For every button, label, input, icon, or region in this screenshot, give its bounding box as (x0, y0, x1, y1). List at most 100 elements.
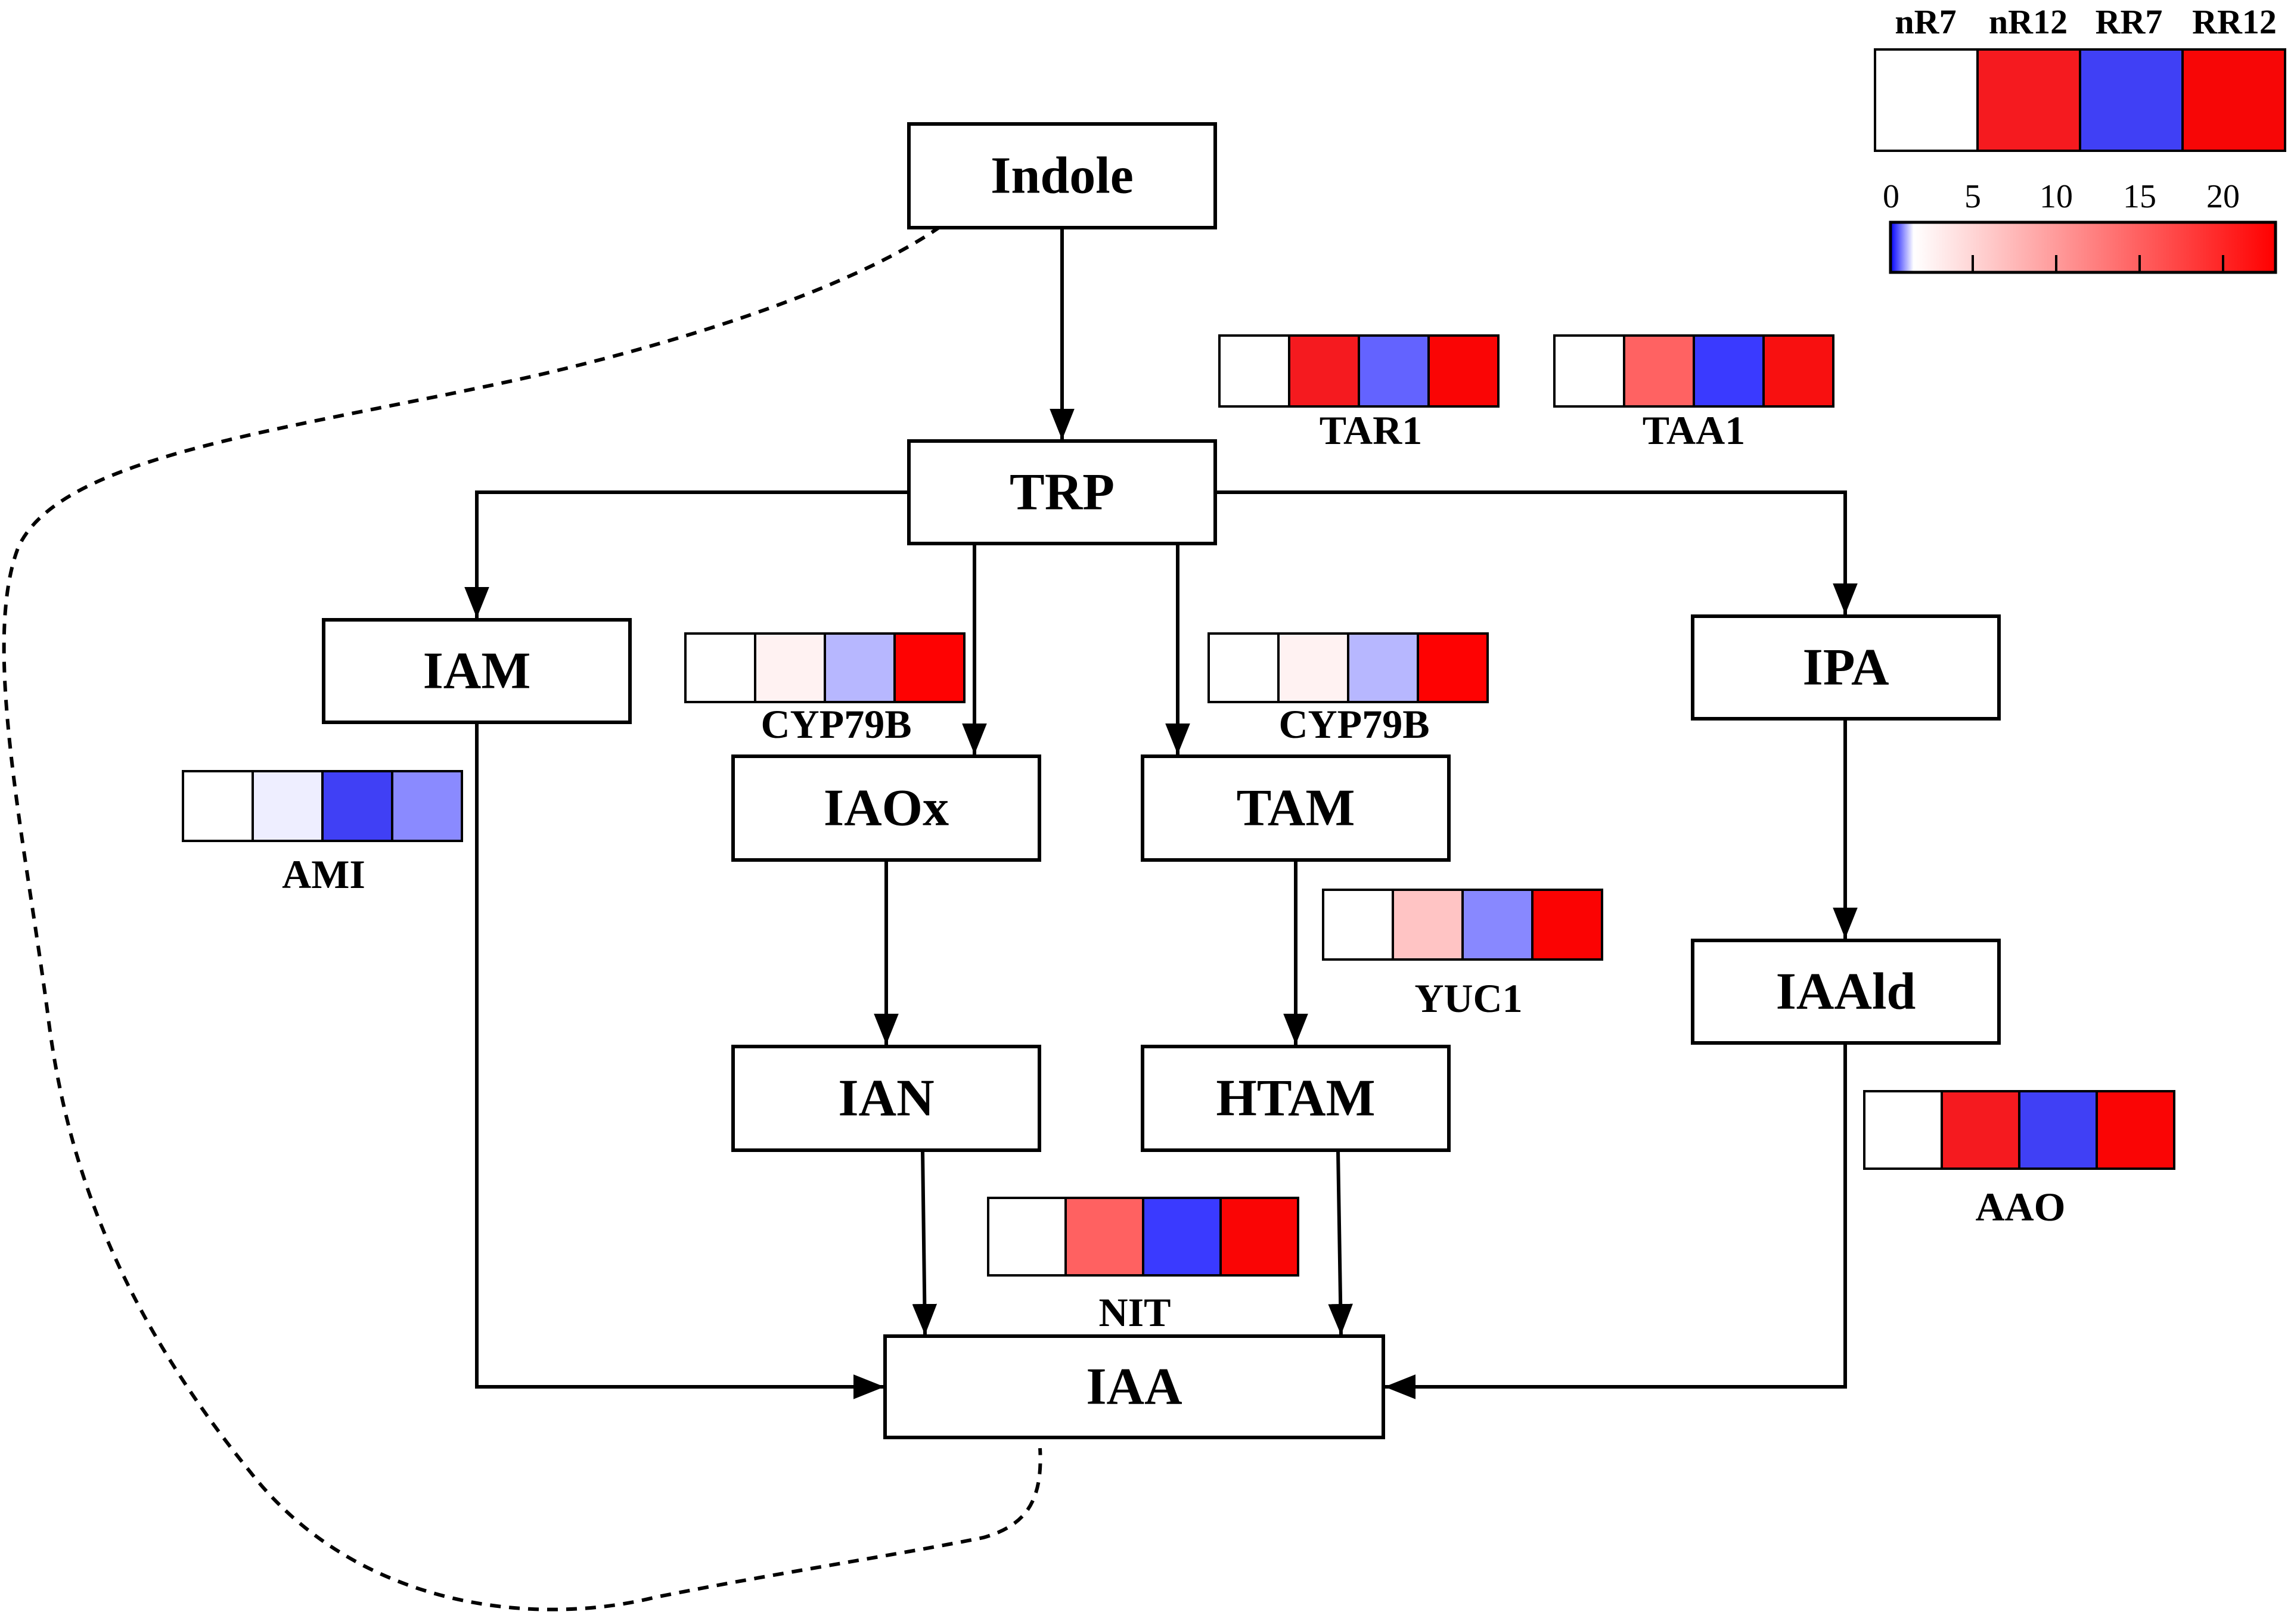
legend-sample-strip (1874, 48, 2286, 152)
heatmap-cell (1863, 1090, 1943, 1170)
heatmap-cell (1427, 334, 1500, 408)
heatmap-strip (1863, 1090, 2175, 1170)
node-trp: TRP (907, 439, 1217, 545)
gene-label: AMI (282, 852, 365, 897)
node-indole: Indole (907, 122, 1217, 229)
node-ipa: IPA (1691, 614, 2001, 721)
gene-cyp79b-right: CYP79B (1207, 632, 1489, 747)
gene-label: CYP79B (1278, 701, 1429, 747)
legend-sample-label: nR7 (1895, 2, 1956, 41)
node-label: TAM (1237, 780, 1355, 837)
edge-htam-iaa (1328, 1150, 1353, 1336)
legend: nR7 nR12 RR7 RR12 0 5 10 15 20 (1874, 2, 2286, 274)
edge-ian-iaa (912, 1150, 938, 1336)
heatmap-cell (2181, 48, 2286, 152)
node-label: IAOx (824, 780, 949, 837)
heatmap-cell (1322, 889, 1394, 961)
heatmap-cell (754, 632, 826, 703)
heatmap-strip (1218, 334, 1500, 408)
heatmap-cell (893, 632, 966, 703)
node-iaald: IAAld (1691, 939, 2001, 1045)
legend-sample-label: RR12 (2192, 2, 2277, 41)
node-label: IAA (1086, 1358, 1182, 1416)
heatmap-strip (684, 632, 966, 703)
heatmap-cell (1347, 632, 1419, 703)
heatmap-cell (1553, 334, 1625, 408)
gene-label: YUC1 (1414, 976, 1522, 1021)
gene-label: TAA1 (1643, 408, 1746, 453)
heatmap-cell (1417, 632, 1489, 703)
heatmap-cell (1531, 889, 1603, 961)
heatmap-cell (1623, 334, 1695, 408)
gene-label: CYP79B (760, 701, 911, 747)
gene-ami: AMI (182, 770, 463, 897)
heatmap-cell (1064, 1197, 1144, 1277)
heatmap-cell (1142, 1197, 1222, 1277)
heatmap-strip (1322, 889, 1603, 961)
heatmap-strip (1207, 632, 1489, 703)
pathway-edges (464, 229, 1858, 1399)
heatmap-cell (2079, 48, 2184, 152)
heatmap-strip (182, 770, 463, 842)
heatmap-cell (1277, 632, 1349, 703)
heatmap-cell (1218, 334, 1290, 408)
heatmap-cell (1874, 48, 1979, 152)
node-label: HTAM (1216, 1070, 1375, 1128)
gene-taa1: TAA1 (1553, 334, 1834, 453)
scale-ticks (1972, 255, 2224, 272)
node-label: IPA (1802, 639, 1889, 697)
node-ian: IAN (731, 1045, 1041, 1152)
color-scale-bar (1889, 221, 2277, 274)
edge-trp-ipa (1215, 490, 1858, 614)
node-iaa: IAA (883, 1334, 1385, 1439)
heatmap-cell (1461, 889, 1534, 961)
indole-to-iaa-dashed-path (2, 225, 1042, 1611)
heatmap-cell (1941, 1090, 2020, 1170)
heatmap-cell (391, 770, 463, 842)
heatmap-cell (824, 632, 896, 703)
heatmap-cell (684, 632, 756, 703)
heatmap-cell (1693, 334, 1765, 408)
heatmap-cell (1219, 1197, 1299, 1277)
edge-trp-iam (464, 490, 909, 618)
node-tam: TAM (1141, 754, 1451, 862)
heatmap-cell (2018, 1090, 2098, 1170)
node-iaox: IAOx (731, 754, 1041, 862)
heatmap-cell (1976, 48, 2081, 152)
heatmap-strip (987, 1197, 1299, 1277)
edge-iam-iaa (475, 722, 884, 1399)
gene-label: NIT (1099, 1290, 1171, 1335)
gene-label: TAR1 (1320, 408, 1423, 453)
edge-iaald-iaa (1385, 1043, 1847, 1399)
node-label: IAAld (1776, 963, 1916, 1021)
node-label: IAN (838, 1070, 934, 1128)
node-label: TRP (1010, 464, 1115, 521)
scale-tick-label: 0 (1883, 178, 1899, 215)
heatmap-cell (321, 770, 393, 842)
node-htam: HTAM (1141, 1045, 1451, 1152)
heatmap-cell (252, 770, 324, 842)
heatmap-cell (1762, 334, 1834, 408)
scale-tick-label: 20 (2206, 178, 2240, 215)
gene-tar1: TAR1 (1218, 334, 1500, 453)
heatmap-cell (987, 1197, 1067, 1277)
gene-label: AAO (1975, 1184, 2065, 1229)
heatmap-cell (2096, 1090, 2175, 1170)
scale-tick-label: 10 (2040, 178, 2073, 215)
heatmap-strip (1553, 334, 1834, 408)
gene-nit: NIT (987, 1197, 1299, 1335)
gene-cyp79b-left: CYP79B (684, 632, 966, 747)
heatmap-cell (1358, 334, 1430, 408)
node-label: IAM (423, 642, 531, 700)
node-iam: IAM (322, 618, 632, 724)
legend-sample-label: RR7 (2096, 2, 2163, 41)
scale-tick-label: 15 (2123, 178, 2156, 215)
heatmap-cell (1207, 632, 1280, 703)
scale-tick-label: 5 (1964, 178, 1981, 215)
heatmap-cell (1392, 889, 1464, 961)
gene-yuc1: YUC1 (1322, 889, 1603, 1021)
heatmap-cell (1288, 334, 1360, 408)
legend-sample-label: nR12 (1989, 2, 2068, 41)
node-label: Indole (991, 147, 1134, 205)
